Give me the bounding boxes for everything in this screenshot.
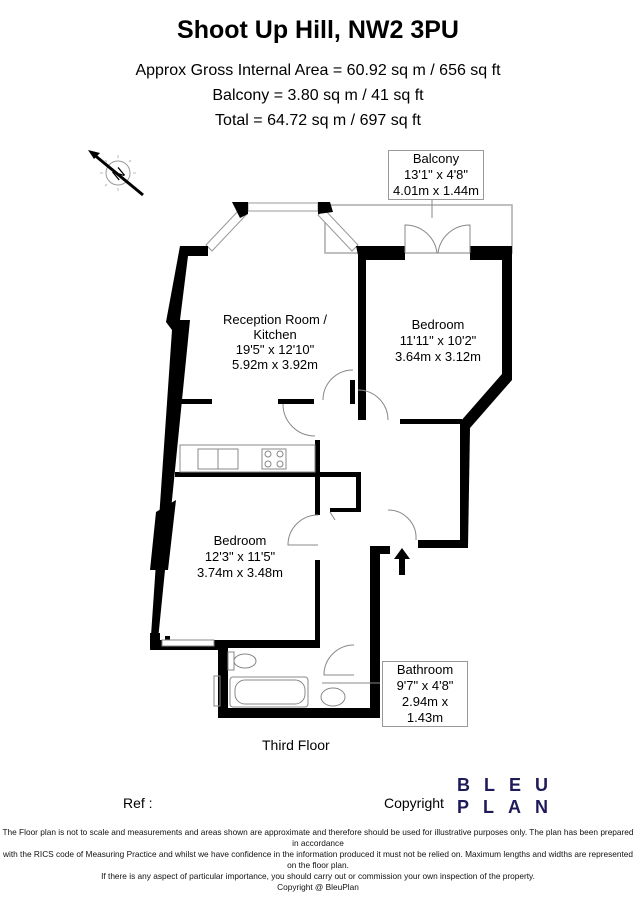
floor-label: Third Floor: [262, 737, 330, 753]
bathroom-fixtures: [161, 193, 433, 708]
copyright-label: Copyright: [384, 795, 444, 811]
kitchen-counter: [179, 444, 316, 473]
toilet-icon: [233, 653, 257, 669]
ref-label: Ref :: [123, 795, 153, 811]
basin-icon: [320, 687, 346, 707]
balcony-outline: [324, 204, 513, 254]
balcony-area: Balcony = 3.80 sq m / 41 sq ft: [212, 87, 424, 104]
walls: [150, 202, 512, 718]
hob-icon: [261, 448, 287, 470]
doors: [282, 224, 471, 676]
disclaimer: The Floor plan is not to scale and measu…: [2, 827, 634, 892]
page-title: Shoot Up Hill, NW2 3PU: [177, 16, 459, 44]
bay-window: [205, 202, 359, 252]
bath-icon: [234, 679, 306, 705]
gross-area: Approx Gross Internal Area = 60.92 sq m …: [135, 62, 501, 79]
entrance-arrow-icon: [394, 548, 410, 575]
total-area: Total = 64.72 sq m / 697 sq ft: [215, 112, 421, 129]
north-arrow-icon: N: [88, 150, 144, 197]
